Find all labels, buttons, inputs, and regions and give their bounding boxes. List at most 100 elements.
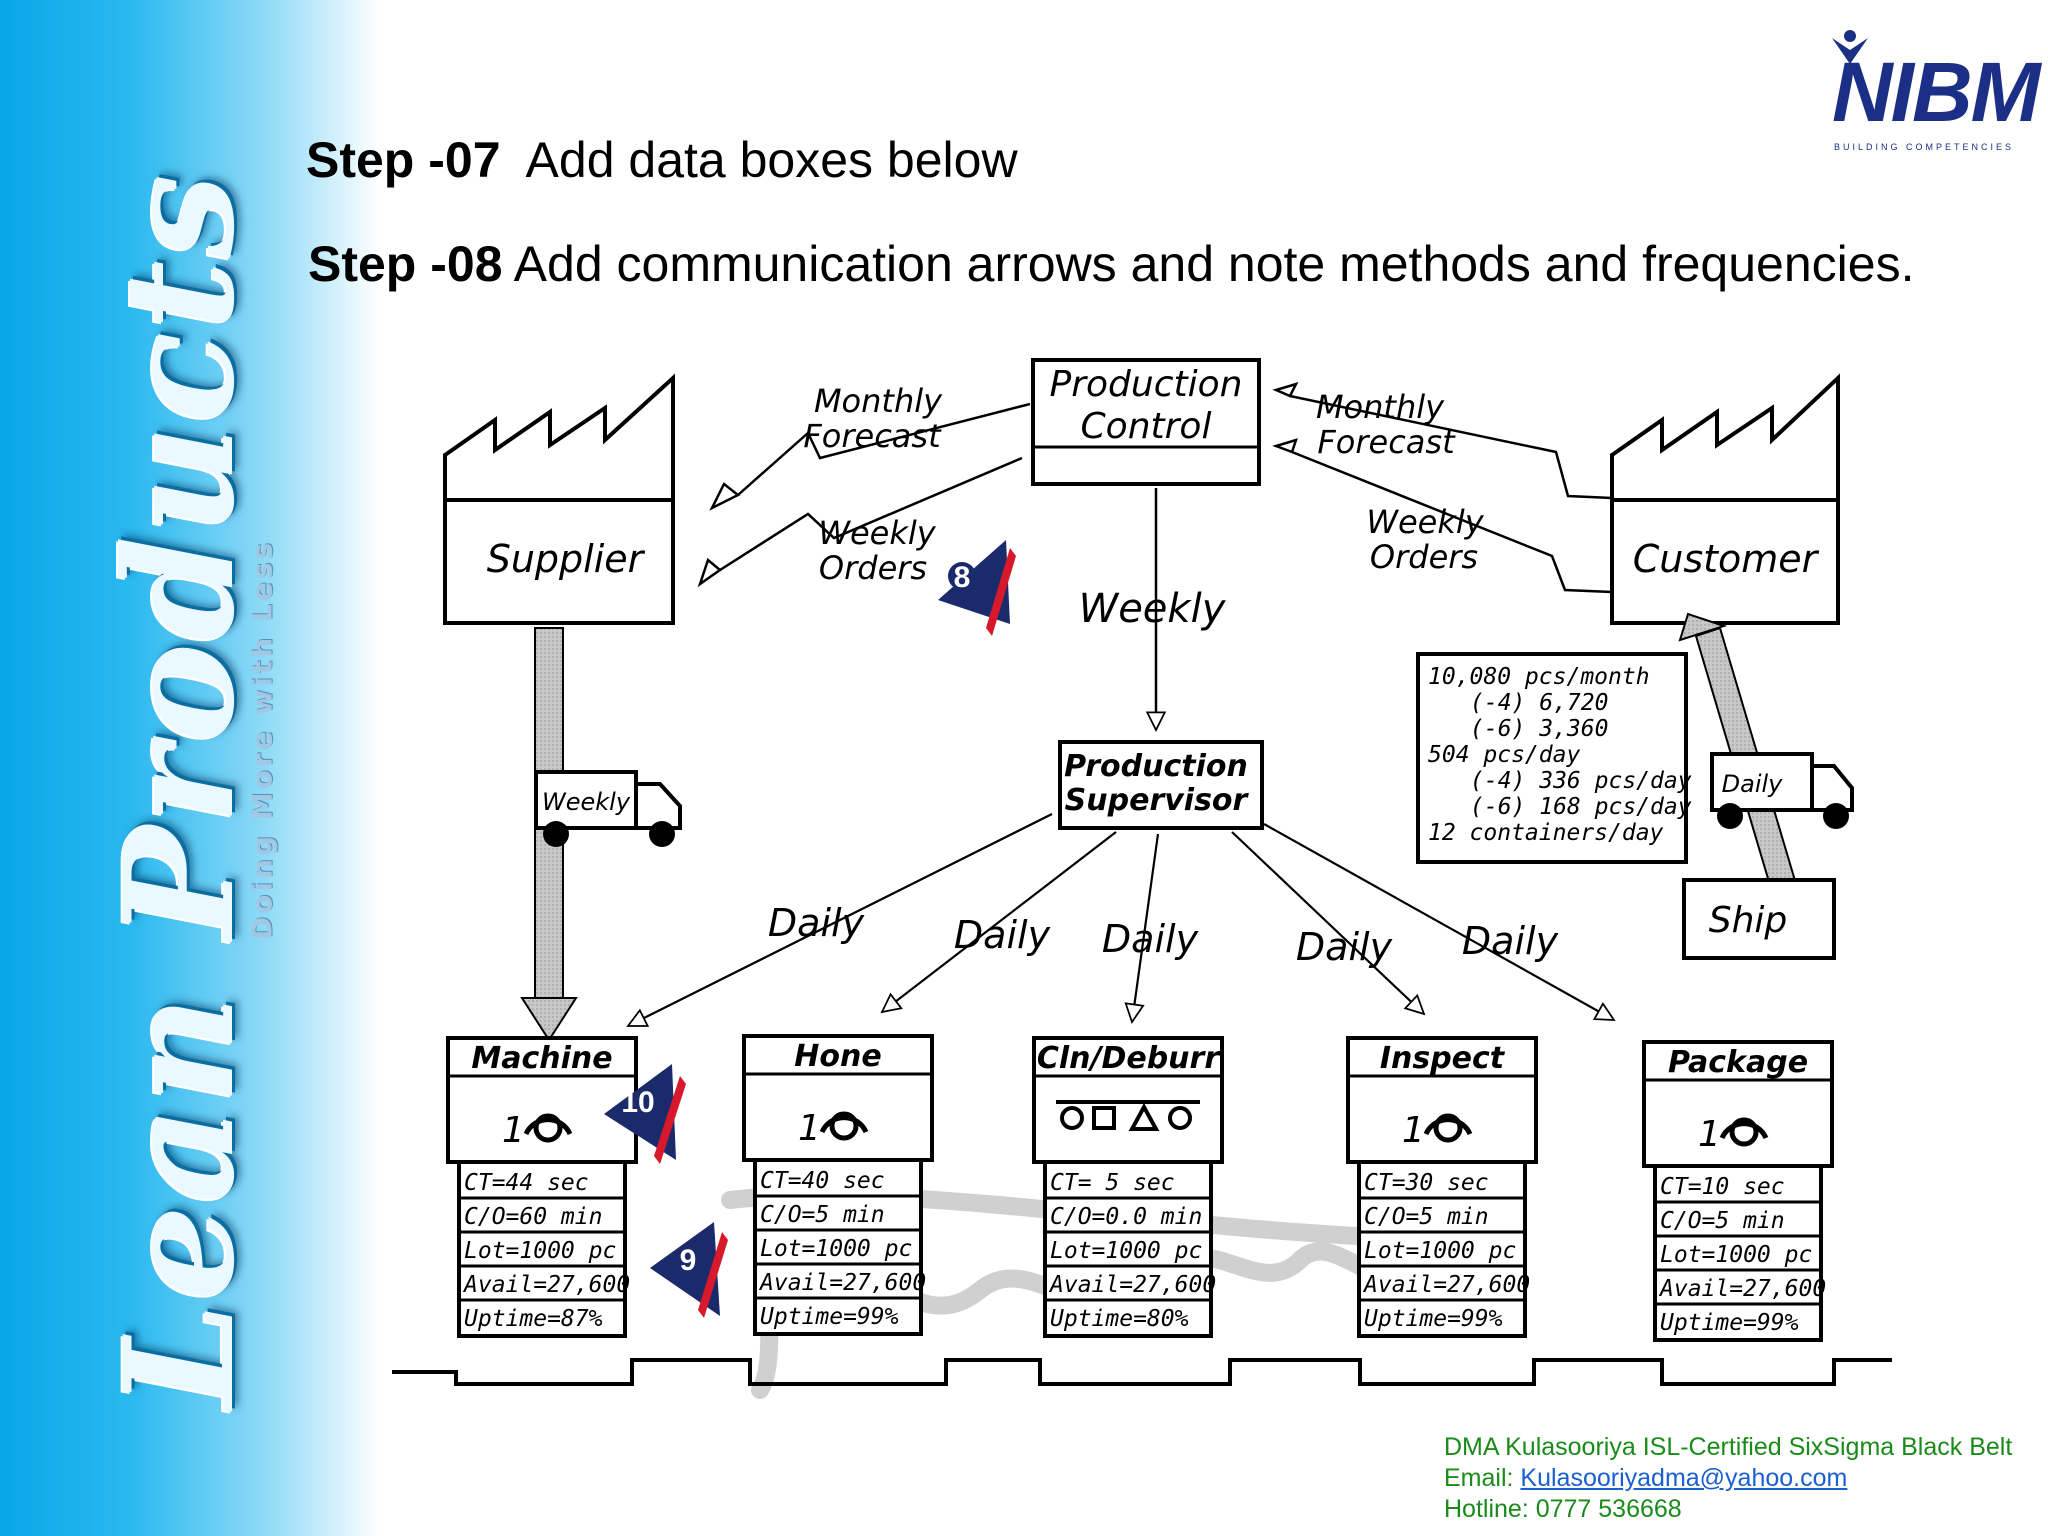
step-badge-8: 8 — [938, 540, 1016, 636]
cleaning-symbols-icon — [1056, 1100, 1200, 1131]
operator-count: 1 — [1402, 1110, 1425, 1151]
right-forecast-label-2: Forecast — [1317, 423, 1456, 461]
step-08-text: Add communication arrows and note method… — [513, 236, 1915, 292]
supervisor-label-2: Supervisor — [1065, 783, 1250, 818]
operator-icon — [523, 1113, 573, 1143]
operator-count: 1 — [798, 1108, 821, 1149]
process-data-row: Avail=27,600 — [1048, 1272, 1216, 1298]
process-name: Inspect — [1380, 1041, 1506, 1076]
step-badge-9: 9 — [650, 1222, 728, 1318]
weekly-center-label: Weekly — [1079, 586, 1227, 632]
supplier-truck: Weekly — [534, 770, 682, 847]
operator-count: 1 — [1698, 1114, 1721, 1155]
operator-icon — [1423, 1113, 1473, 1143]
daily-arrows — [626, 813, 1616, 1027]
badge-9-label: 9 — [680, 1244, 697, 1277]
customer-orders-flow — [1272, 438, 1613, 594]
process-data-row: CT=44 sec — [464, 1170, 589, 1196]
logo-text: NIBM — [1832, 45, 2041, 139]
process-data-row: Lot=1000 pc — [760, 1236, 912, 1262]
demand-line-2: (-4) 6,720 — [1470, 690, 1608, 716]
production-supervisor-box: Production Supervisor — [1058, 740, 1264, 830]
step-badge-10: 10 — [604, 1064, 686, 1164]
step-08-label: Step -08 — [308, 236, 503, 292]
process-data-row: Uptime=99% — [1660, 1310, 1799, 1336]
process-data-row: C/O=0.0 min — [1050, 1204, 1202, 1230]
process-data-row: CT=40 sec — [760, 1168, 885, 1194]
process-data-row: C/O=60 min — [464, 1204, 602, 1230]
operator-icon — [819, 1111, 869, 1141]
right-orders-label-1: Weekly — [1366, 503, 1484, 541]
timeline — [392, 1358, 1892, 1386]
supplier-label: Supplier — [487, 537, 646, 581]
process-data-row: Uptime=99% — [760, 1304, 899, 1330]
process-data-row: CT=30 sec — [1364, 1170, 1489, 1196]
process-name: Hone — [794, 1039, 881, 1074]
sidebar-banner: Lean Products Doing More with Less — [0, 0, 380, 1536]
demand-line-1: 10,080 pcs/month — [1428, 664, 1650, 690]
daily-label-3: Daily — [1102, 917, 1199, 961]
production-control-label-2: Control — [1081, 406, 1212, 447]
process-data-row: CT= 5 sec — [1050, 1170, 1175, 1196]
process-data-row: Avail=27,600 — [1658, 1276, 1826, 1302]
footer-hotline: Hotline: 0777 536668 — [1444, 1495, 1682, 1523]
production-control-label-1: Production — [1050, 364, 1243, 405]
left-forecast-label-2: Forecast — [803, 417, 942, 455]
customer-forecast-flow — [1272, 381, 1613, 500]
operator-count: 1 — [502, 1110, 525, 1151]
process-name: Cln/Deburr — [1037, 1041, 1221, 1076]
ship-label: Ship — [1709, 900, 1788, 941]
supplier-factory: Supplier — [443, 373, 675, 625]
process-data-row: Avail=27,600 — [462, 1272, 630, 1298]
step-07-text: Add data boxes below — [525, 132, 1018, 188]
supplier-orders-flow — [697, 456, 1023, 588]
left-forecast-label-1: Monthly — [814, 382, 943, 420]
logo-figure-icon — [1832, 30, 1868, 64]
process-data-row: C/O=5 min — [1660, 1208, 1785, 1234]
process-name: Machine — [471, 1041, 612, 1076]
step-08: Step -08 Add communication arrows and no… — [308, 235, 1914, 293]
process-data-row: Lot=1000 pc — [1660, 1242, 1812, 1268]
daily-label-2: Daily — [954, 913, 1051, 957]
left-orders-label-1: Weekly — [818, 514, 936, 552]
customer-demand-box: 10,080 pcs/month (-4) 6,720 (-6) 3,360 5… — [1416, 652, 1692, 864]
process-data-row: Uptime=99% — [1364, 1306, 1503, 1332]
customer-factory: Customer — [1610, 373, 1840, 625]
demand-line-6: (-6) 168 pcs/day — [1470, 794, 1692, 820]
right-orders-label-2: Orders — [1370, 538, 1478, 576]
footer-author: DMA Kulasooriya ISL-Certified SixSigma B… — [1444, 1433, 2013, 1461]
production-control-box: Production Control — [1031, 358, 1261, 486]
process-data-row: Avail=27,600 — [758, 1270, 926, 1296]
daily-label-5: Daily — [1462, 919, 1559, 963]
process-data-row: Lot=1000 pc — [1364, 1238, 1516, 1264]
process-data-row: Uptime=80% — [1050, 1306, 1189, 1332]
process-data-row: Lot=1000 pc — [1050, 1238, 1202, 1264]
daily-label-1: Daily — [768, 901, 865, 945]
demand-line-7: 12 containers/day — [1428, 820, 1664, 846]
customer-truck-label: Daily — [1722, 770, 1784, 798]
customer-label: Customer — [1633, 537, 1820, 581]
process-data-row: C/O=5 min — [760, 1202, 885, 1228]
footer-email-link[interactable]: Kulasooriyadma@yahoo.com — [1520, 1464, 1848, 1492]
process-data-row: C/O=5 min — [1364, 1204, 1489, 1230]
footer-contact: DMA Kulasooriya ISL-Certified SixSigma B… — [1444, 1432, 2012, 1525]
badge-10-label: 10 — [621, 1086, 654, 1119]
right-forecast-label-1: Monthly — [1316, 388, 1445, 426]
logo-subtitle: BUILDING COMPETENCIES — [1834, 142, 2015, 152]
nibm-logo: NIBM BUILDING COMPETENCIES — [1822, 28, 2041, 158]
footer-email-line: Email: Kulasooriyadma@yahoo.com — [1444, 1463, 2012, 1494]
demand-line-3: (-6) 3,360 — [1470, 716, 1608, 742]
supplier-truck-label: Weekly — [542, 788, 631, 816]
badge-8-label: 8 — [954, 561, 971, 594]
customer-truck: Daily — [1710, 752, 1854, 829]
